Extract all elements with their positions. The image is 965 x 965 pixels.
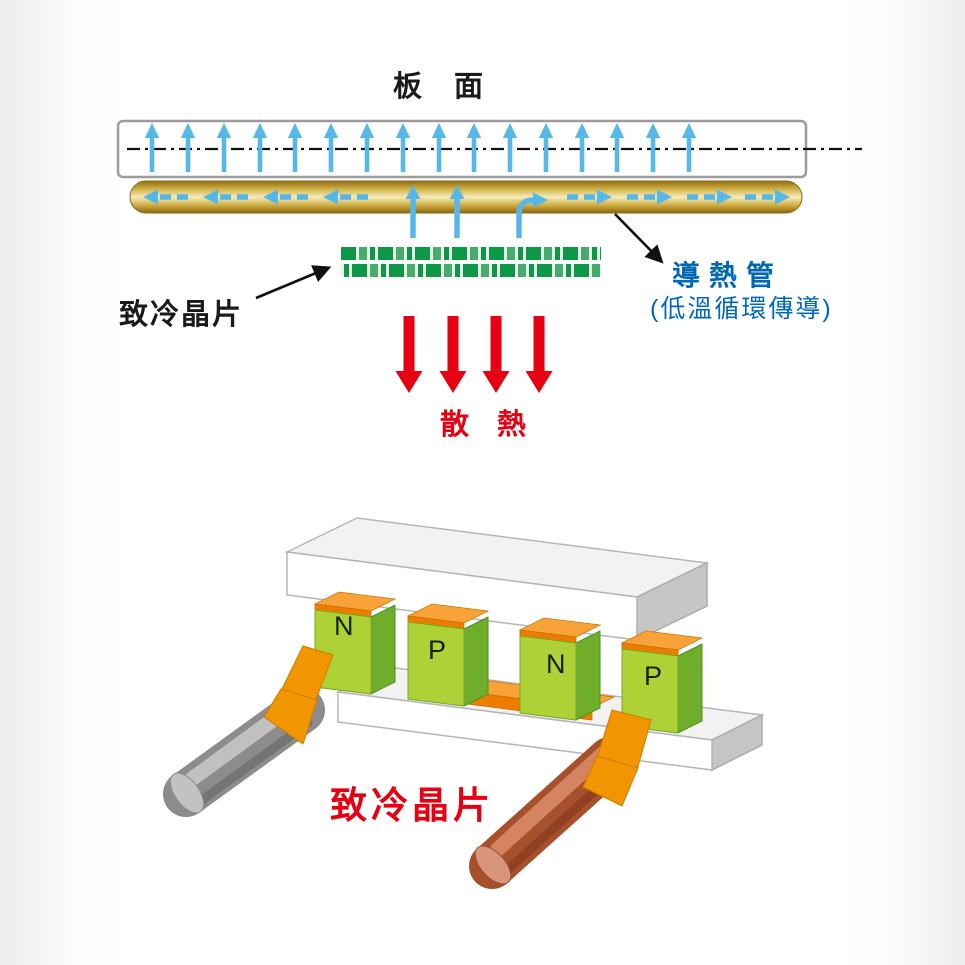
block-label-p2: P (644, 661, 663, 691)
semiconductor-blocks (314, 604, 703, 734)
peltier-module (163, 517, 765, 889)
red-down-arrow-icon (482, 316, 510, 393)
copper-top-caps (313, 591, 704, 657)
top-ceramic-plate (284, 517, 710, 642)
cooling-chip-label: 致冷晶片 (119, 299, 244, 331)
bend-up-right-arrow-icon (516, 192, 548, 238)
heat-pipe-sublabel: (低溫循環傳導) (650, 295, 833, 323)
red-down-arrow-icon (395, 316, 423, 393)
pipe-pointer-arrow (614, 213, 664, 264)
chip-strip-row (341, 264, 601, 277)
chip-pointer-arrow (255, 265, 332, 300)
chip-strip-row (341, 247, 601, 260)
chip-strips (341, 247, 601, 277)
board-panel (116, 119, 862, 179)
red-down-arrow-icon (439, 316, 467, 393)
module-caption: 致冷晶片 (330, 785, 494, 826)
heat-dissipation-arrows (395, 316, 553, 393)
heat-pipe (129, 180, 803, 214)
block-label-p1: P (428, 635, 447, 665)
pipe-flow-arrows (143, 185, 790, 238)
heat-dissipation-label: 散 熱 (440, 409, 537, 441)
annotation-arrows (255, 213, 664, 300)
block-label-n2: N (546, 649, 566, 679)
block-label-n1: N (334, 611, 354, 641)
electrode-straps (263, 645, 652, 807)
red-down-arrow-icon (525, 316, 553, 393)
heat-pipe-label: 導熱管 (672, 260, 784, 291)
board-surface-label: 板 面 (393, 71, 496, 103)
